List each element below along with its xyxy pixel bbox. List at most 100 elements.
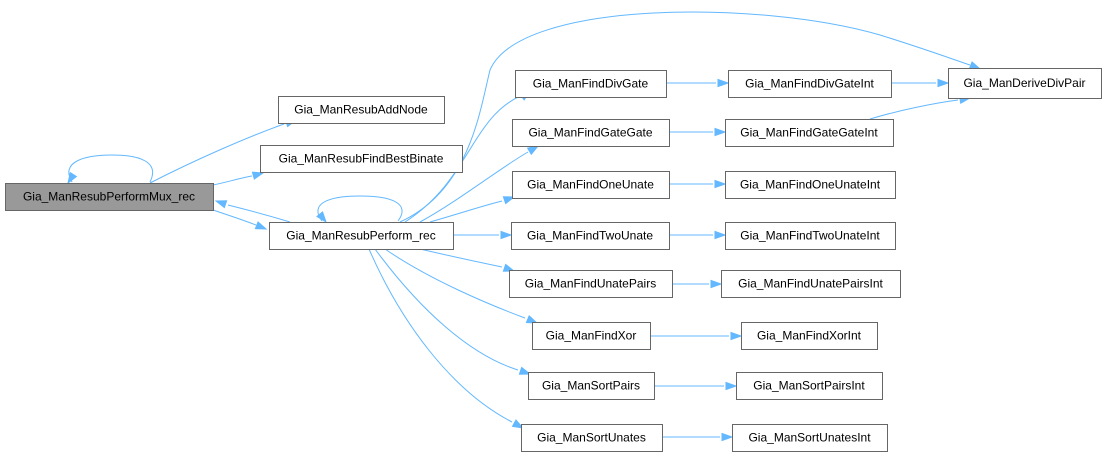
edge-line — [374, 248, 519, 371]
edge-perform_rec-to-two_unate — [453, 230, 513, 240]
node-label: Gia_ManSortPairsInt — [753, 379, 865, 393]
node-label: Gia_ManFindUnatePairsInt — [738, 277, 883, 291]
node-box[interactable] — [278, 96, 445, 124]
node-box[interactable] — [725, 171, 896, 199]
arrowhead — [968, 61, 982, 70]
edge-perform_rec-to-mux_rec — [214, 200, 291, 223]
edge-line — [869, 99, 959, 120]
arrowhead — [721, 432, 734, 442]
arrowhead — [214, 200, 228, 209]
node-box[interactable] — [509, 270, 673, 298]
node-label: Gia_ManFindXorInt — [757, 329, 862, 343]
node-box[interactable] — [260, 145, 463, 173]
node-gate-gate-int[interactable]: Gia_ManFindGateGateInt — [725, 119, 894, 147]
edge-unate_pairs-to-unate_pairs_int — [672, 279, 723, 289]
edge-div_gate-to-div_gate_int — [666, 78, 730, 88]
edge-gate_gate_int-to-derive_div_pair — [869, 95, 972, 120]
node-box[interactable] — [732, 424, 888, 452]
edge-line — [317, 195, 403, 222]
node-label: Gia_ManFindDivGate — [533, 77, 649, 91]
edge-line — [429, 200, 503, 223]
node-div-gate[interactable]: Gia_ManFindDivGate — [515, 70, 667, 98]
node-sort-pairs[interactable]: Gia_ManSortPairs — [528, 372, 655, 400]
node-label: Gia_ManResubPerform_rec — [286, 229, 435, 243]
node-label: Gia_ManFindOneUnate — [527, 178, 654, 192]
node-sort-pairs-int[interactable]: Gia_ManSortPairsInt — [736, 372, 883, 400]
node-label: Gia_ManFindXor — [546, 329, 637, 343]
node-box[interactable] — [532, 322, 651, 350]
node-label: Gia_ManFindGateGateInt — [740, 126, 878, 140]
node-box[interactable] — [515, 70, 667, 98]
node-box[interactable] — [721, 270, 901, 298]
node-label: Gia_ManFindDivGateInt — [745, 77, 874, 91]
edge-line — [419, 151, 529, 223]
arrowhead — [714, 127, 727, 137]
edge-one_unate-to-one_unate_int — [669, 179, 727, 189]
edge-line — [212, 209, 257, 226]
edge-perform_rec-to-find_xor — [384, 248, 539, 324]
node-box[interactable] — [528, 372, 655, 400]
node-box[interactable] — [269, 222, 454, 250]
arrowhead — [526, 145, 540, 156]
arrowhead — [525, 314, 539, 324]
arrowhead — [502, 263, 516, 272]
node-derive-div-pair[interactable]: Gia_ManDeriveDivPair — [948, 68, 1102, 99]
edge-perform_rec-to-perform_rec — [316, 195, 403, 224]
arrowhead — [518, 366, 532, 375]
node-unate-pairs-int[interactable]: Gia_ManFindUnatePairsInt — [721, 270, 901, 298]
node-div-gate-int[interactable]: Gia_ManFindDivGateInt — [728, 70, 892, 98]
arrowhead — [714, 179, 727, 189]
node-label: Gia_ManFindTwoUnateInt — [740, 229, 880, 243]
arrowhead — [67, 171, 78, 185]
node-find-xor[interactable]: Gia_ManFindXor — [532, 322, 651, 350]
edge-line — [368, 248, 513, 423]
node-xor-int[interactable]: Gia_ManFindXorInt — [741, 322, 878, 350]
node-one-unate[interactable]: Gia_ManFindOneUnate — [512, 171, 670, 199]
edge-perform_rec-to-sort_pairs — [374, 248, 532, 375]
node-one-unate-int[interactable]: Gia_ManFindOneUnateInt — [725, 171, 896, 199]
edge-perform_rec-to-one_unate — [429, 196, 516, 223]
edge-two_unate-to-two_unate_int — [669, 230, 727, 240]
node-best-binate[interactable]: Gia_ManResubFindBestBinate — [260, 145, 463, 173]
node-label: Gia_ManSortUnatesInt — [748, 431, 871, 445]
node-box[interactable] — [728, 70, 892, 98]
node-mux-rec[interactable]: Gia_ManResubPerformMux_rec — [5, 183, 214, 211]
node-label: Gia_ManResubFindBestBinate — [279, 152, 444, 166]
node-unate-pairs[interactable]: Gia_ManFindUnatePairs — [509, 270, 673, 298]
node-box[interactable] — [725, 222, 896, 250]
node-box[interactable] — [512, 119, 670, 147]
arrowhead — [714, 230, 727, 240]
arrowhead — [710, 279, 723, 289]
node-perform-rec[interactable]: Gia_ManResubPerform_rec — [269, 222, 454, 250]
node-gate-gate[interactable]: Gia_ManFindGateGate — [512, 119, 670, 147]
node-add-node[interactable]: Gia_ManResubAddNode — [278, 96, 445, 124]
node-box[interactable] — [736, 372, 883, 400]
node-box[interactable] — [511, 222, 670, 250]
node-box[interactable] — [741, 322, 878, 350]
arrowhead — [502, 196, 516, 205]
arrowhead — [937, 78, 950, 88]
edge-line — [149, 123, 285, 184]
node-box[interactable] — [948, 68, 1102, 99]
edge-line — [212, 175, 253, 186]
node-two-unate-int[interactable]: Gia_ManFindTwoUnateInt — [725, 222, 896, 250]
node-sort-unates[interactable]: Gia_ManSortUnates — [521, 424, 663, 452]
arrowhead — [251, 171, 265, 180]
arrowhead — [717, 78, 730, 88]
node-box[interactable] — [725, 119, 894, 147]
node-box[interactable] — [521, 424, 663, 452]
node-sort-unates-int[interactable]: Gia_ManSortUnatesInt — [732, 424, 888, 452]
arrowhead — [316, 211, 327, 224]
node-label: Gia_ManSortUnates — [537, 431, 646, 445]
edge-line — [68, 154, 153, 183]
node-two-unate[interactable]: Gia_ManFindTwoUnate — [511, 222, 670, 250]
node-box[interactable] — [512, 171, 670, 199]
edge-line — [384, 248, 526, 319]
arrowhead — [725, 381, 738, 391]
edge-perform_rec-to-gate_gate — [419, 145, 540, 223]
node-label: Gia_ManFindGateGate — [528, 126, 652, 140]
node-box[interactable] — [5, 183, 214, 211]
node-label: Gia_ManDeriveDivPair — [963, 76, 1085, 90]
edge-mux_rec-to-mux_rec — [67, 154, 153, 185]
